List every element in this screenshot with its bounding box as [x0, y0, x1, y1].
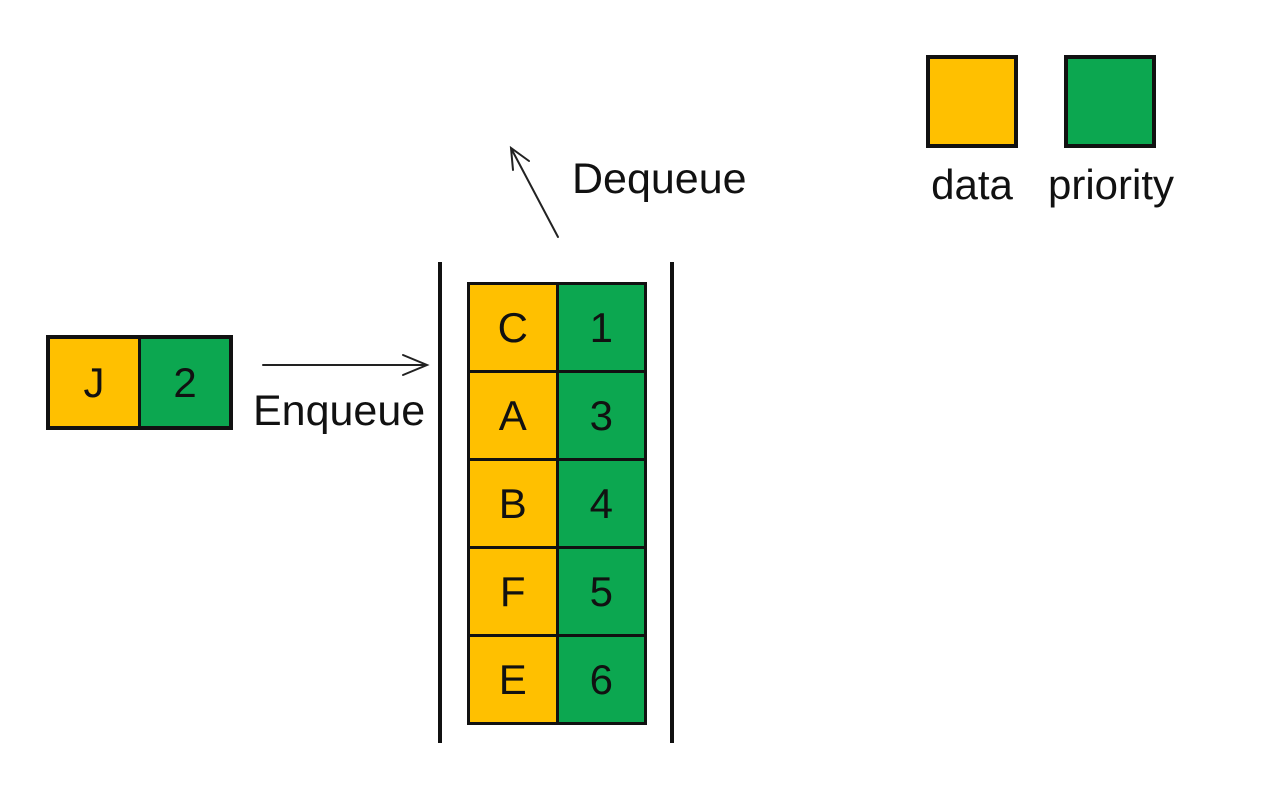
enqueue-item: J 2 [46, 335, 233, 430]
queue-cell-priority: 6 [558, 637, 644, 722]
queue-row: E 6 [470, 637, 644, 722]
enqueue-item-data-cell: J [50, 339, 141, 426]
queue-row: F 5 [470, 549, 644, 637]
queue-cell-data: B [470, 461, 559, 546]
queue-cell-priority: 3 [558, 373, 644, 458]
queue-left-boundary [438, 262, 442, 743]
queue-cell-data: C [470, 285, 559, 370]
queue-cell-data: F [470, 549, 559, 634]
priority-legend-swatch [1064, 55, 1156, 148]
priority-legend-label: priority [1047, 161, 1175, 208]
dequeue-label: Dequeue [572, 155, 747, 203]
enqueue-arrow [262, 354, 430, 376]
queue-row: B 4 [470, 461, 644, 549]
queue-cell-priority: 4 [558, 461, 644, 546]
queue-cell-priority: 5 [558, 549, 644, 634]
queue-cell-data: E [470, 637, 559, 722]
data-legend-swatch [926, 55, 1018, 148]
dequeue-arrow [509, 145, 559, 238]
queue-row: A 3 [470, 373, 644, 461]
priority-queue-table: C 1 A 3 B 4 F 5 E 6 [467, 282, 647, 725]
enqueue-item-priority-cell: 2 [141, 339, 229, 426]
enqueue-label: Enqueue [253, 387, 426, 435]
queue-cell-data: A [470, 373, 559, 458]
data-legend-label: data [931, 161, 1013, 208]
queue-right-boundary [670, 262, 674, 743]
queue-row: C 1 [470, 285, 644, 373]
queue-cell-priority: 1 [558, 285, 644, 370]
